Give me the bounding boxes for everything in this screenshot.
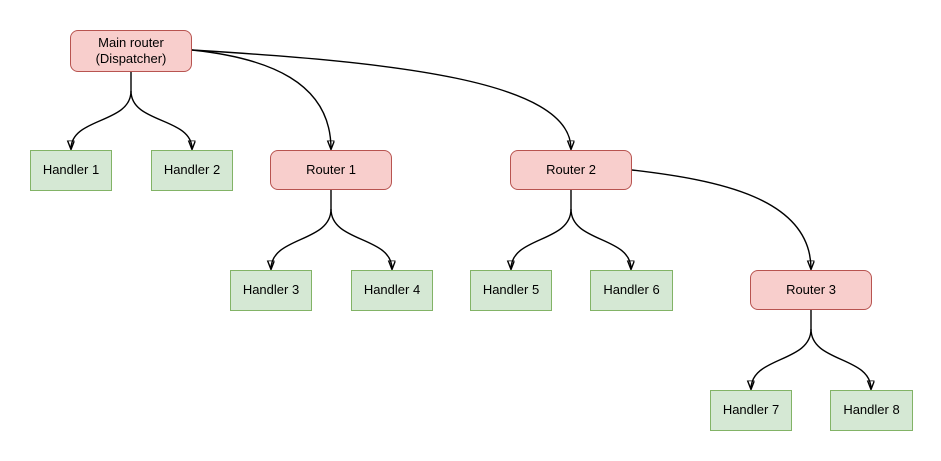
node-router-3: Router 3 (750, 270, 872, 310)
node-label: Router 2 (546, 161, 596, 177)
edge-main-router-to-handler-1 (71, 90, 132, 149)
node-label: Handler 1 (42, 162, 100, 178)
edge-router-2-to-router-3 (631, 169, 811, 269)
node-handler-4: Handler 4 (351, 270, 433, 311)
node-label: Handler 3 (242, 282, 300, 298)
edge-main-router-to-router-2 (191, 49, 571, 149)
node-handler-1: Handler 1 (30, 150, 112, 191)
node-handler-3: Handler 3 (230, 270, 312, 311)
edge-router-2-to-handler-6 (570, 208, 631, 269)
node-label: Main router (Dispatcher) (95, 34, 167, 66)
node-label: Handler 5 (482, 282, 540, 298)
node-label: Handler 4 (363, 282, 421, 298)
node-handler-5: Handler 5 (470, 270, 552, 311)
node-label: Handler 2 (163, 162, 221, 178)
edge-router-2-to-handler-5 (511, 208, 572, 269)
node-router-2: Router 2 (510, 150, 632, 190)
node-label: Router 3 (786, 281, 836, 297)
edge-router-3-to-handler-8 (810, 328, 871, 389)
node-handler-6: Handler 6 (590, 270, 673, 311)
node-label: Handler 6 (603, 282, 660, 298)
edge-router-3-to-handler-7 (751, 328, 812, 389)
node-handler-2: Handler 2 (151, 150, 233, 191)
node-router-1: Router 1 (270, 150, 392, 190)
node-label: Handler 7 (722, 402, 780, 418)
node-label: Router 1 (306, 161, 356, 177)
node-main-router: Main router (Dispatcher) (70, 30, 192, 72)
edge-router-1-to-handler-3 (271, 208, 332, 269)
edge-main-router-to-handler-2 (130, 90, 192, 149)
node-handler-7: Handler 7 (710, 390, 792, 431)
edge-main-router-to-router-1 (191, 49, 331, 149)
node-label: Handler 8 (843, 402, 900, 418)
node-handler-8: Handler 8 (830, 390, 913, 431)
edge-router-1-to-handler-4 (330, 208, 392, 269)
